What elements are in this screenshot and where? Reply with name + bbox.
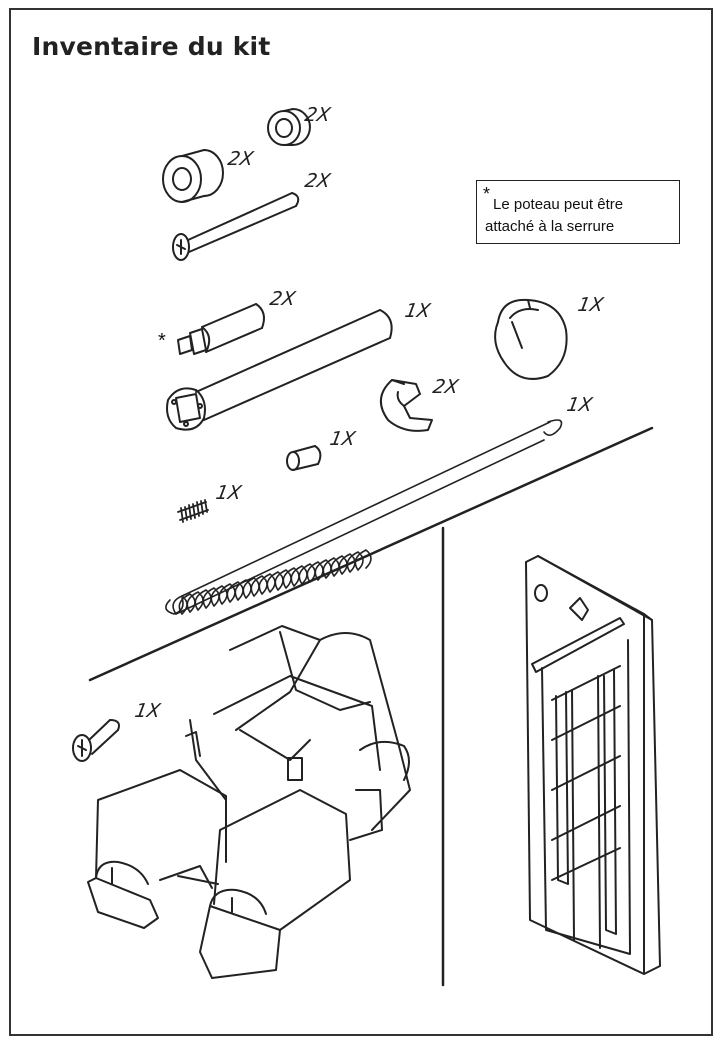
qty-retaining-clip: 2X [431, 376, 461, 398]
long-screw-part [172, 192, 300, 261]
note-box: * Le poteau peut être attaché à la serru… [476, 180, 680, 244]
mounting-plate-part [525, 555, 661, 975]
qty-small-spring: 1X [214, 482, 244, 504]
short-screw-part [72, 719, 120, 762]
washer-part [267, 108, 311, 146]
divider-diagonal [88, 426, 654, 682]
note-line-2: attaché à la serrure [485, 218, 615, 235]
qty-long-spring: 1X [565, 394, 595, 416]
qty-short-screw: 1X [133, 700, 163, 722]
qty-post: 2X [268, 288, 298, 310]
spacer-bushing-part [162, 149, 224, 203]
note-asterisk: * [483, 184, 491, 204]
qty-c-ring: 1X [576, 294, 606, 316]
spindle-part [166, 309, 393, 431]
post-asterisk: * [158, 330, 166, 352]
small-spring-part [177, 499, 209, 523]
long-spring-part [165, 419, 563, 615]
qty-washer: 2X [303, 104, 333, 126]
qty-spacer-bushing: 2X [226, 148, 256, 170]
page-title: Inventaire du kit [32, 32, 271, 61]
qty-spindle: 1X [403, 300, 433, 322]
qty-long-screw: 2X [303, 170, 333, 192]
retaining-clip-part [380, 379, 433, 432]
diagram-frame [9, 8, 713, 1036]
note-line-1: Le poteau peut être [493, 196, 624, 213]
small-sleeve-part [286, 445, 322, 471]
qty-small-sleeve: 1X [328, 428, 358, 450]
c-ring-part [494, 298, 568, 380]
post-part [177, 303, 265, 355]
battery-holder-part [87, 625, 411, 979]
